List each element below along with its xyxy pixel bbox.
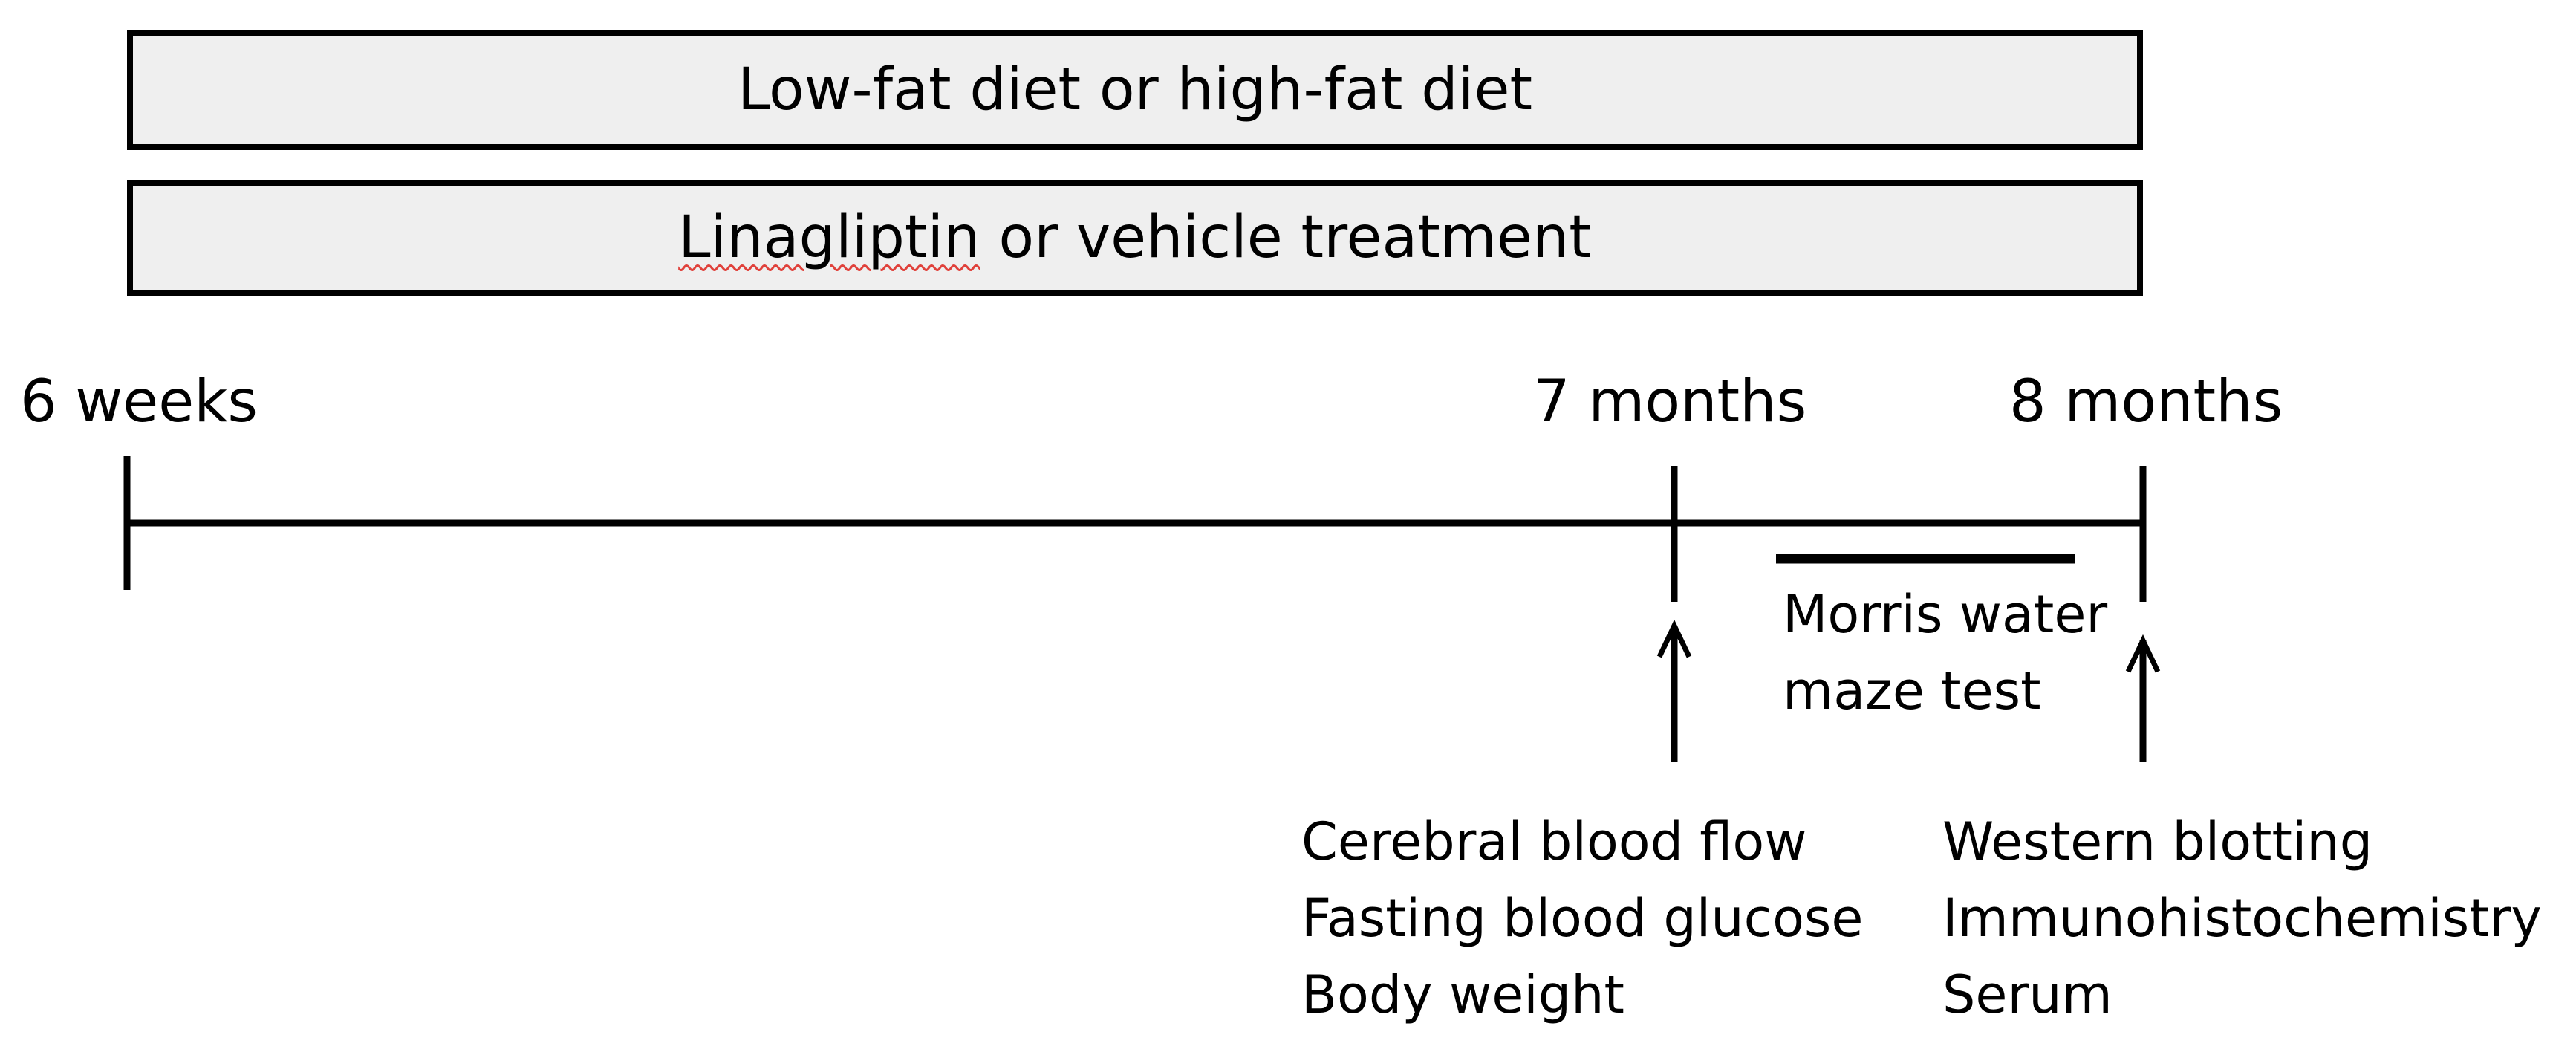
measurement-mid-item: Body weight (1301, 964, 1624, 1025)
timepoint-start-label: 6 weeks (20, 369, 258, 435)
arrow-mid-head (1656, 619, 1692, 658)
measurement-end-item: Serum (1942, 964, 2112, 1025)
test-label-line-1: Morris water (1783, 584, 2108, 645)
arrow-end-head (2125, 634, 2161, 673)
measurements-end-list: Western blotting Immunohistochemistry Se… (1942, 804, 2542, 1033)
test-label-line-2: maze test (1783, 660, 2041, 721)
treatment-label-rest: or vehicle treatment (980, 204, 1592, 271)
timepoint-end-label: 8 months (2009, 369, 2283, 435)
timepoint-mid-label: 7 months (1533, 369, 1807, 435)
measurement-end-item: Western blotting (1942, 811, 2373, 872)
treatment-drug-name: Linagliptin (678, 204, 980, 271)
treatment-bar: Linagliptin or vehicle treatment (127, 180, 2143, 296)
measurement-mid-item: Fasting blood glucose (1301, 888, 1864, 949)
treatment-label: Linagliptin or vehicle treatment (678, 209, 1592, 267)
measurement-mid-item: Cerebral blood flow (1301, 811, 1807, 872)
diet-bar: Low-fat diet or high-fat diet (127, 30, 2143, 150)
measurements-mid-list: Cerebral blood flow Fasting blood glucos… (1301, 804, 1863, 1033)
measurement-end-item: Immunohistochemistry (1942, 888, 2542, 949)
diet-label: Low-fat diet or high-fat diet (737, 56, 1533, 123)
morris-water-maze-label: Morris water maze test (1783, 577, 2107, 730)
